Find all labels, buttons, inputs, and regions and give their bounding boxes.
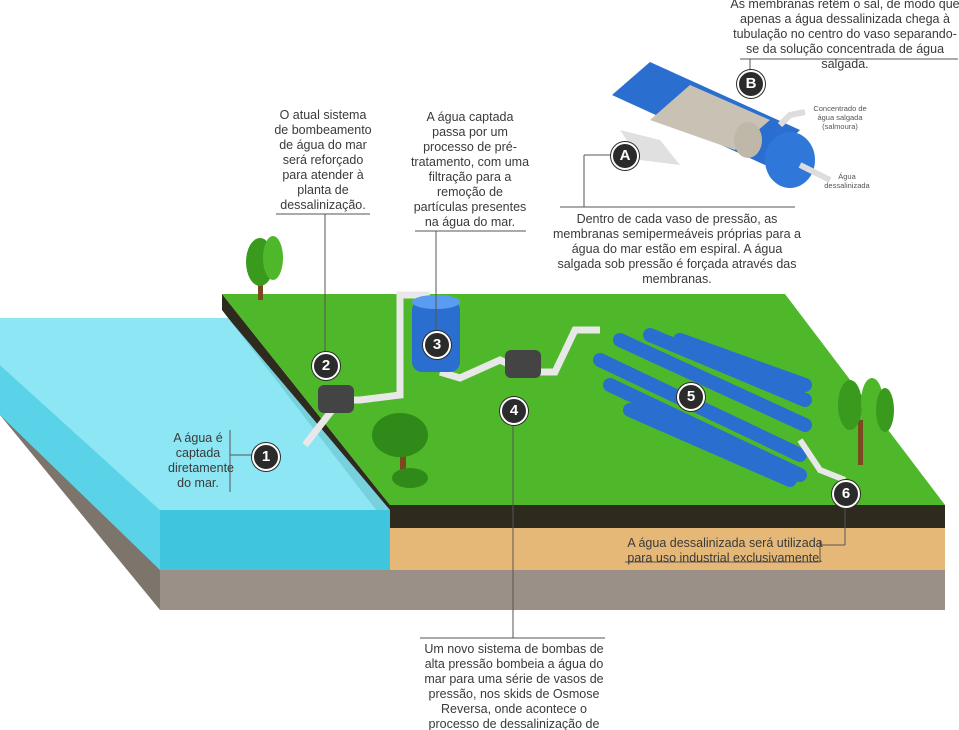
membrane-cutaway bbox=[612, 62, 832, 188]
step-4-badge: 4 bbox=[500, 397, 528, 425]
callout-a-text: Dentro de cada vaso de pressão, as membr… bbox=[552, 212, 802, 286]
step-4-text: Um novo sistema de bombas de alta pressã… bbox=[424, 642, 604, 730]
step-2-badge: 2 bbox=[312, 352, 340, 380]
tree-icon bbox=[246, 236, 283, 300]
pump-icon bbox=[505, 350, 541, 378]
step-6-text: A água dessalinizada será utilizada para… bbox=[627, 536, 823, 565]
callout-a-badge: A bbox=[611, 142, 639, 170]
step-3-text: A água captada passa por um processo de … bbox=[410, 110, 530, 229]
sea-surface bbox=[0, 318, 390, 510]
step-3-badge: 3 bbox=[423, 331, 451, 359]
concentrate-label: Concentrado de água salgada (salmoura) bbox=[813, 104, 867, 131]
rock-layer bbox=[160, 570, 945, 610]
wood-layer bbox=[390, 528, 945, 570]
callout-b-badge: B bbox=[737, 70, 765, 98]
pump-icon bbox=[318, 385, 354, 413]
sea-side bbox=[0, 365, 160, 570]
step-1-badge: 1 bbox=[252, 443, 280, 471]
callout-b-text: As membranas retêm o sal, de modo que ap… bbox=[730, 0, 959, 71]
step-5-badge: 5 bbox=[677, 383, 705, 411]
step-2-text: O atual sistema de bombeamento de água d… bbox=[274, 108, 372, 212]
tree-icon bbox=[372, 413, 428, 488]
step-6-badge: 6 bbox=[832, 480, 860, 508]
sea-front bbox=[160, 510, 390, 570]
desalinated-label: Água dessalinizada bbox=[824, 172, 870, 190]
soil-front bbox=[390, 505, 945, 528]
step-1-text: A água é captada diretamente do mar. bbox=[168, 431, 235, 490]
tree-icon bbox=[838, 378, 894, 465]
